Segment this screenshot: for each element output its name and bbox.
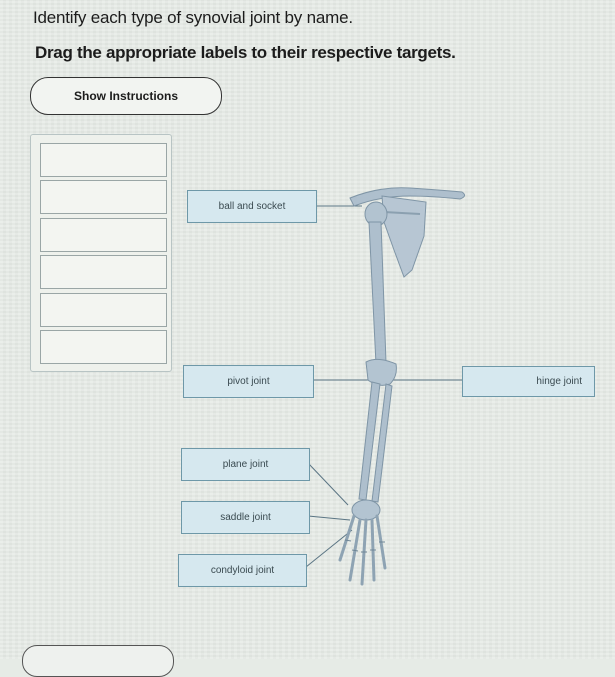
scapula [382, 196, 426, 277]
label-ball-and-socket[interactable]: ball and socket [187, 190, 317, 223]
leader-lines [306, 206, 462, 567]
label-plane-joint[interactable]: plane joint [181, 448, 310, 481]
label-saddle-joint[interactable]: saddle joint [181, 501, 310, 534]
label-condyloid-joint[interactable]: condyloid joint [178, 554, 307, 587]
label-hinge-joint[interactable]: hinge joint [462, 366, 595, 397]
elbow [366, 359, 396, 385]
arm-skeleton-diagram [0, 0, 615, 659]
hand-bones [340, 516, 385, 584]
bottom-button[interactable] [22, 645, 174, 677]
humerus [369, 222, 386, 364]
label-pivot-joint[interactable]: pivot joint [183, 365, 314, 398]
